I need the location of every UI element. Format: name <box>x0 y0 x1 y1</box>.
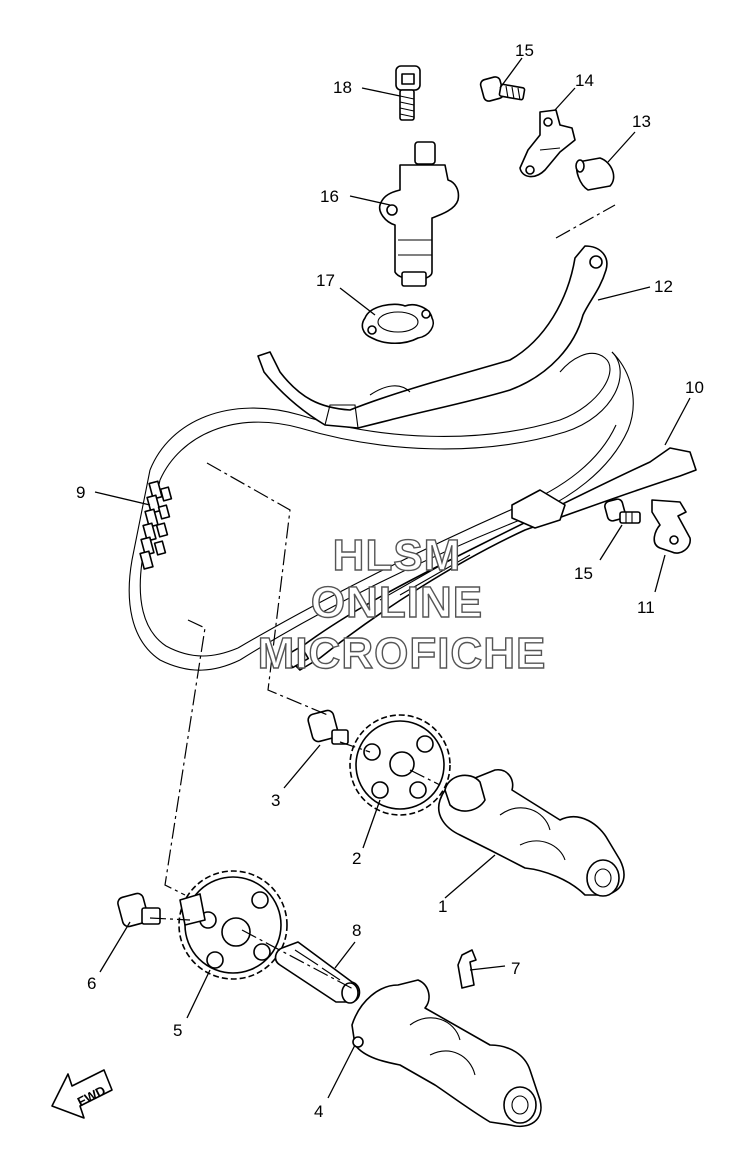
callout-3[interactable]: 3 <box>271 791 280 810</box>
camshaft-sprocket-exhaust[interactable] <box>349 714 451 816</box>
chain-guide-upper[interactable] <box>257 245 608 429</box>
callout-8[interactable]: 8 <box>352 921 361 940</box>
callout-1[interactable]: 1 <box>438 897 447 916</box>
bracket-upper[interactable] <box>519 109 576 178</box>
alignment-lines <box>149 204 616 991</box>
callout-17[interactable]: 17 <box>316 271 335 290</box>
tensioner-gasket[interactable] <box>361 303 434 345</box>
callout-15-lower[interactable]: 15 <box>574 564 593 583</box>
chain-guide-lower[interactable] <box>284 447 697 671</box>
camshaft-exhaust[interactable] <box>438 769 625 897</box>
camshaft-sprocket-intake[interactable] <box>178 870 288 980</box>
callout-12[interactable]: 12 <box>654 277 673 296</box>
callout-16[interactable]: 16 <box>320 187 339 206</box>
sprocket-bolt-intake[interactable] <box>117 892 161 928</box>
callout-10[interactable]: 10 <box>685 378 704 397</box>
camshaft-intake[interactable] <box>351 979 542 1127</box>
bolt-upper[interactable] <box>479 76 526 102</box>
callout-2[interactable]: 2 <box>352 849 361 868</box>
cam-chain-tensioner[interactable] <box>378 141 460 287</box>
callout-15-upper[interactable]: 15 <box>515 41 534 60</box>
watermark-line-1: HLSM <box>333 531 462 580</box>
dowel-pin[interactable] <box>575 157 615 191</box>
callout-6[interactable]: 6 <box>87 974 96 993</box>
part-callouts: 1 2 3 4 5 6 7 8 9 10 11 12 13 14 15 15 1… <box>76 41 704 1121</box>
callout-4[interactable]: 4 <box>314 1102 323 1121</box>
callout-13[interactable]: 13 <box>632 112 651 131</box>
sprocket-bolt-exhaust[interactable] <box>307 709 349 745</box>
bracket-lower[interactable] <box>651 499 691 554</box>
retaining-clip[interactable] <box>457 949 477 989</box>
bolt-lower[interactable] <box>604 498 641 524</box>
callout-18[interactable]: 18 <box>333 78 352 97</box>
fwd-arrow-icon: FWD <box>51 1069 113 1119</box>
watermark-line-2: ONLINE <box>311 578 483 627</box>
tensioner-bolt[interactable] <box>395 65 421 121</box>
watermark-line-3: MICROFICHE <box>258 629 547 678</box>
leader-lines <box>94 57 691 1099</box>
callout-11[interactable]: 11 <box>637 598 655 617</box>
callout-7[interactable]: 7 <box>511 959 520 978</box>
callout-9[interactable]: 9 <box>76 483 85 502</box>
callout-5[interactable]: 5 <box>173 1021 182 1040</box>
decompression-shaft[interactable] <box>274 941 361 1004</box>
chain-links-detail <box>139 480 173 570</box>
callout-14[interactable]: 14 <box>575 71 594 90</box>
watermark: HLSM ONLINE MICROFICHE <box>257 530 547 678</box>
